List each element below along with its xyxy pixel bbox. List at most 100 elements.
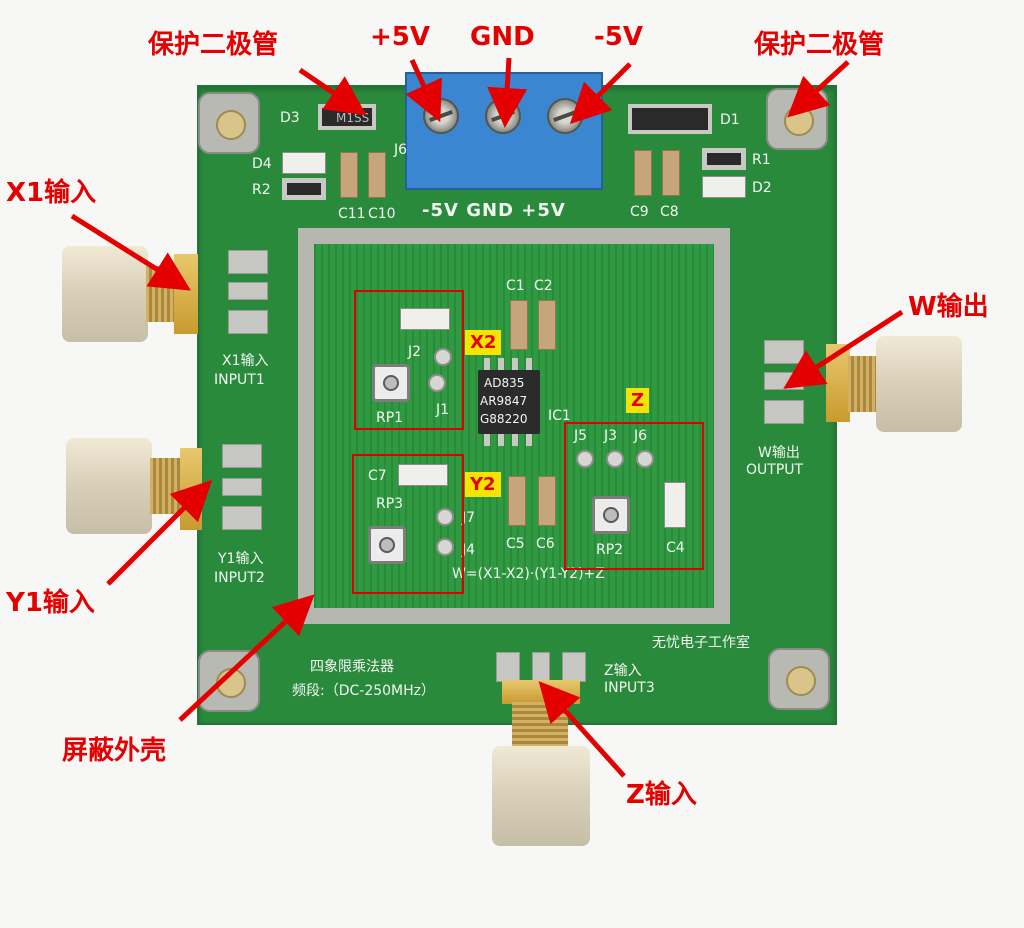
cap-c2: [538, 300, 556, 350]
ic-marking-line1: AD835: [484, 376, 525, 390]
ic-marking-line2: AR9847: [480, 394, 528, 408]
sma-y1-body: [66, 438, 152, 534]
resistor-r2: [282, 178, 326, 200]
label-d4: D4: [252, 156, 272, 172]
via-j7: [436, 508, 454, 526]
arrow-shield: [178, 594, 315, 722]
arrow-z-input: [538, 681, 626, 778]
via-j6: [636, 450, 654, 468]
silk-z-input: Z输入: [604, 663, 642, 679]
annotation-plus5v: +5V: [370, 22, 430, 52]
label-rp2: RP2: [596, 542, 624, 558]
mount-nut-bottom-right: [768, 648, 830, 710]
potentiometer-rp1: [372, 364, 410, 402]
tag-z: Z: [626, 388, 650, 413]
highlight-box-z: [564, 422, 704, 570]
label-d1: D1: [720, 112, 740, 128]
silk-board-name: 四象限乘法器: [310, 659, 394, 675]
smd-d4: [282, 152, 326, 174]
cap-c8: [662, 150, 680, 196]
resistor-r1: [702, 148, 746, 170]
label-c5: C5: [506, 536, 525, 552]
smd-j2-top: [400, 308, 450, 330]
power-silkscreen: -5V GND +5V: [422, 200, 566, 221]
silk-y1-input: Y1输入: [218, 551, 264, 567]
via-j2: [434, 348, 452, 366]
silk-x1-input: X1输入: [222, 353, 269, 369]
annotation-z-input: Z输入: [626, 780, 697, 810]
label-r1: R1: [752, 152, 771, 168]
label-j5: J5: [574, 428, 588, 444]
sma-w-body: [876, 336, 962, 432]
silk-output: OUTPUT: [746, 462, 804, 478]
via-j5: [576, 450, 594, 468]
arrow-x1-input: [70, 213, 191, 291]
formula-silkscreen: W=(X1-X2)·(Y1-Y2)+Z: [452, 566, 605, 582]
arrow-w-output: [783, 309, 904, 389]
label-r2: R2: [252, 182, 271, 198]
cap-c5: [508, 476, 526, 526]
sma-x1-body: [62, 246, 148, 342]
arrow-plus5v: [405, 58, 442, 123]
arrow-y1-input: [106, 479, 213, 586]
smd-c4: [664, 482, 686, 528]
cap-c1: [510, 300, 528, 350]
highlight-box-y2: [352, 454, 464, 594]
silk-band: 频段:（DC-250MHz）: [292, 683, 436, 699]
annotation-x1-input: X1输入: [6, 178, 97, 208]
label-rp3: RP3: [376, 496, 404, 512]
ic-ad835: AD835 AR9847 G88220: [478, 370, 540, 434]
annotation-gnd: GND: [470, 22, 535, 52]
smd-d2: [702, 176, 746, 198]
label-c2: C2: [534, 278, 553, 294]
mount-nut-top-left: [198, 92, 260, 154]
sma-z-body: [492, 746, 590, 846]
label-c7: C7: [368, 468, 387, 484]
label-c8: C8: [660, 204, 679, 220]
potentiometer-rp2: [592, 496, 630, 534]
label-j4: J4: [462, 542, 476, 558]
annotation-protect-diode-left: 保护二极管: [148, 30, 279, 60]
label-c10: C10: [368, 206, 396, 222]
sma-w-threads: [848, 356, 878, 412]
potentiometer-rp3: [368, 526, 406, 564]
arrow-minus5v: [569, 62, 632, 125]
label-j3: J3: [604, 428, 618, 444]
smd-c7: [398, 464, 448, 486]
label-ic1: IC1: [548, 408, 571, 424]
label-c6: C6: [536, 536, 555, 552]
label-c4: C4: [666, 540, 685, 556]
via-j1: [428, 374, 446, 392]
label-c9: C9: [630, 204, 649, 220]
arrow-diode-left: [298, 67, 367, 116]
annotation-protect-diode-right: 保护二极管: [754, 30, 885, 60]
annotation-w-output: W输出: [908, 292, 989, 322]
silk-studio: 无忧电子工作室: [652, 635, 750, 651]
highlight-box-x2: [354, 290, 464, 430]
cap-c10: [368, 152, 386, 198]
via-j4: [436, 538, 454, 556]
label-d3: D3: [280, 110, 300, 126]
cap-c6: [538, 476, 556, 526]
silk-input3: INPUT3: [604, 680, 655, 696]
annotation-minus5v: -5V: [594, 22, 644, 52]
cap-c9: [634, 150, 652, 196]
label-rp1: RP1: [376, 410, 404, 426]
ic-marking-line3: G88220: [480, 412, 528, 426]
silk-input1: INPUT1: [214, 372, 265, 388]
arrow-diode-right: [787, 60, 850, 118]
annotation-y1-input: Y1输入: [6, 588, 95, 618]
label-j6-top: J6: [394, 142, 408, 158]
label-j7: J7: [462, 510, 476, 526]
cap-c11: [340, 152, 358, 198]
label-c1: C1: [506, 278, 525, 294]
label-d2: D2: [752, 180, 772, 196]
arrow-gnd: [487, 57, 528, 128]
silk-w-output: W输出: [758, 445, 800, 461]
label-j6: J6: [634, 428, 648, 444]
label-j2: J2: [408, 344, 422, 360]
label-j1: J1: [436, 402, 450, 418]
tag-x2: X2: [465, 330, 502, 355]
label-c11: C11: [338, 206, 366, 222]
